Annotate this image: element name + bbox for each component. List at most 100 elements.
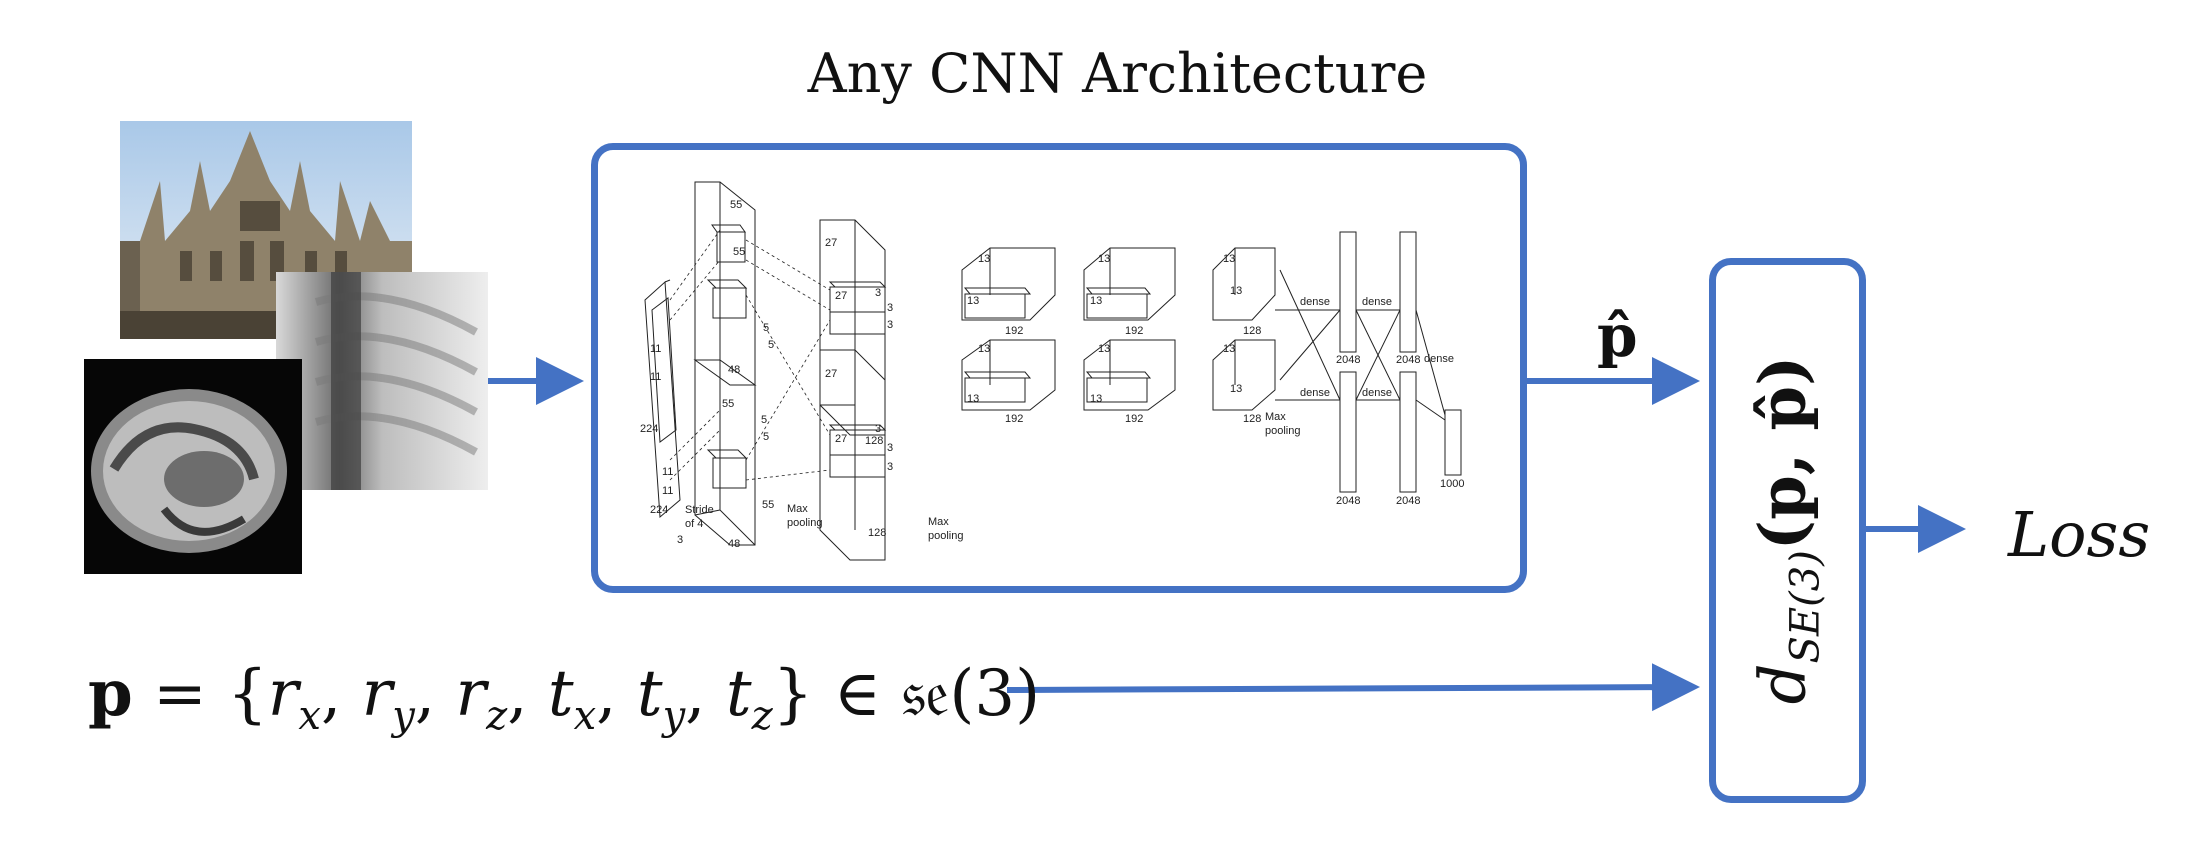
- fc-size-label: 2048: [1396, 495, 1420, 507]
- pose-equation: p = {rx, ry, rz, tx, ty, tz} ∈ 𝔰𝔢(3): [88, 656, 1041, 739]
- layer-size-label: 55: [722, 398, 734, 410]
- layer-depth-label: 192: [1005, 325, 1023, 337]
- component-sub: x: [573, 692, 597, 739]
- layer-size-label: 13: [1230, 383, 1242, 395]
- distance-symbol: d: [1746, 663, 1821, 705]
- pooling-line-2: pooling: [1265, 425, 1300, 437]
- dense-layers: [1275, 231, 1462, 493]
- pose-symbol: p: [88, 656, 133, 731]
- kernel-label: 3: [887, 302, 893, 314]
- alexnet-diagram: 11 11 11 11 224 224 3 Stride of 4 55 55 …: [640, 181, 1464, 561]
- layer-depth-label: 48: [728, 538, 740, 550]
- kernel-label: 11: [650, 371, 661, 383]
- brain-mri-image: [84, 359, 302, 574]
- kernel-label: 3: [887, 442, 893, 454]
- layer-depth-label: 128: [1243, 325, 1261, 337]
- component-sub: z: [751, 692, 773, 739]
- layer-size-label: 13: [978, 253, 990, 265]
- layer-depth-label: 192: [1125, 325, 1143, 337]
- prediction-label: p̂: [1597, 302, 1638, 370]
- layer-size-label: 27: [825, 368, 837, 380]
- component: t: [547, 657, 574, 731]
- pooling-line-1: Max: [1265, 411, 1286, 423]
- member-of-se3: ∈ 𝔰𝔢(3): [813, 657, 1041, 731]
- fc-size-label: 2048: [1396, 354, 1420, 366]
- layer-size-label: 13: [1223, 253, 1235, 265]
- layer-size-label: 13: [967, 295, 979, 307]
- layer-size-label: 27: [835, 433, 847, 445]
- pooling-line-1: Max: [787, 503, 808, 515]
- pooling-line-1: Max: [928, 516, 949, 528]
- dense-label: dense: [1300, 387, 1330, 399]
- kernel-label: 11: [662, 466, 673, 478]
- layer-depth-label: 128: [868, 527, 886, 539]
- conv4-volume: [1083, 247, 1176, 411]
- layer-size-label: 13: [1098, 253, 1110, 265]
- component: r: [455, 657, 487, 731]
- distance-function-box: [1709, 258, 1866, 803]
- pooling-line-2: pooling: [787, 517, 822, 529]
- layer-size-label: 13: [1223, 343, 1235, 355]
- distance-args: (p, p̂): [1745, 355, 1821, 551]
- stride-label: Stride of 4: [685, 504, 717, 530]
- layer-depth-label: 48: [728, 364, 740, 376]
- kernel-label: 3: [887, 461, 893, 473]
- diagram-title: Any CNN Architecture: [0, 42, 2205, 105]
- component-sub: x: [298, 692, 321, 739]
- distance-subscript: SE(3): [1782, 550, 1829, 664]
- pooling-label: Max pooling: [928, 516, 963, 542]
- close-brace: }: [772, 657, 814, 731]
- input-size-label: 224: [640, 423, 658, 435]
- pooling-label: Max pooling: [787, 503, 822, 529]
- kernel-label: 3: [875, 287, 881, 299]
- ground-truth-arrow: [1006, 663, 1700, 712]
- layer-size-label: 13: [1090, 393, 1102, 405]
- layer-size-label: 13: [978, 343, 990, 355]
- output-size-label: 1000: [1440, 478, 1464, 490]
- layer-size-label: 13: [1090, 295, 1102, 307]
- pooling-label: Max pooling: [1265, 411, 1300, 437]
- fc-size-label: 2048: [1336, 495, 1360, 507]
- kernel-label: 11: [662, 485, 673, 497]
- cnn-architecture-box: [591, 143, 1527, 593]
- component-sub: z: [486, 692, 508, 739]
- component: r: [267, 657, 299, 731]
- layer-size-label: 55: [730, 199, 742, 211]
- dense-label: dense: [1362, 387, 1392, 399]
- conv2-volume: [819, 219, 887, 561]
- conv3-volume: [961, 247, 1056, 411]
- dense-label: dense: [1300, 296, 1330, 308]
- layer-size-label: 27: [825, 237, 837, 249]
- component: t: [636, 657, 663, 731]
- layer-size-label: 13: [1098, 343, 1110, 355]
- component: t: [725, 657, 752, 731]
- stride-line-2: of 4: [685, 518, 703, 530]
- layer-size-label: 55: [762, 499, 774, 511]
- layer-depth-label: 192: [1125, 413, 1143, 425]
- x-ray-image: [276, 272, 488, 490]
- distance-function-label: dSE(3)(p, p̂): [1746, 356, 1829, 705]
- layer-size-label: 13: [967, 393, 979, 405]
- component: r: [361, 657, 393, 731]
- loss-label: Loss: [2008, 498, 2151, 571]
- kernel-label: 11: [650, 343, 661, 355]
- component-sub: y: [392, 692, 415, 739]
- pooling-line-2: pooling: [928, 530, 963, 542]
- dense-label: dense: [1424, 353, 1454, 365]
- equals-brace: = {: [132, 657, 268, 731]
- layer-depth-label: 128: [1243, 413, 1261, 425]
- input-size-label: 224: [650, 504, 668, 516]
- layer-depth-label: 128: [865, 435, 883, 447]
- input-depth-label: 3: [677, 534, 683, 546]
- fc-size-label: 2048: [1336, 354, 1360, 366]
- kernel-label: 5: [763, 431, 769, 443]
- title-text: Any CNN Architecture: [807, 42, 1428, 105]
- conv1-volume: [693, 181, 757, 546]
- conv5-volume: [1212, 247, 1276, 411]
- layer-size-label: 55: [733, 246, 745, 258]
- kernel-label: 5: [761, 414, 767, 426]
- layer-depth-label: 192: [1005, 413, 1023, 425]
- kernel-label: 3: [887, 319, 893, 331]
- layer-size-label: 13: [1230, 285, 1242, 297]
